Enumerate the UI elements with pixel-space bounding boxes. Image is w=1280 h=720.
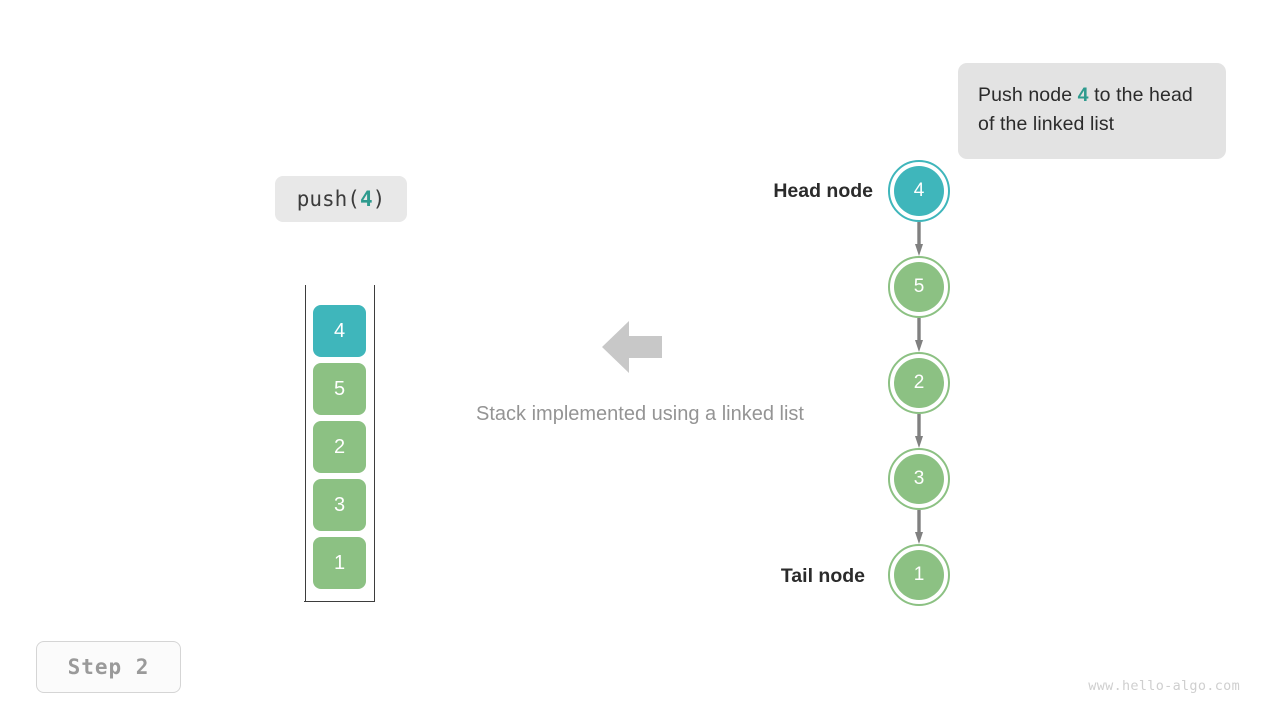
node-disc: 4 (894, 166, 944, 216)
linked-list-edge-icon (915, 318, 923, 352)
linked-list-edge-icon (915, 510, 923, 544)
node-value: 5 (913, 276, 925, 297)
stack-element-value: 5 (333, 377, 346, 400)
stack-wall-left (304, 285, 306, 602)
push-operation-chip: push(4) (275, 176, 407, 222)
node-value: 1 (913, 564, 925, 585)
linked-list-edge-icon (915, 222, 923, 256)
stack-element-value: 3 (333, 493, 346, 516)
push-annotation-callout: Push node 4 to the head of the linked li… (958, 63, 1226, 159)
push-chip-value: 4 (359, 187, 373, 211)
stack-wall-right (374, 285, 375, 602)
linked-list: 4 5 2 3 1 (888, 160, 952, 610)
node-disc: 1 (894, 550, 944, 600)
stack-floor (304, 601, 375, 602)
stack-element-value: 1 (333, 551, 346, 574)
stack-container: 4 5 2 3 1 (304, 285, 376, 602)
linked-list-node: 2 (888, 352, 950, 414)
stack-element: 1 (313, 537, 366, 589)
diagram-caption: Stack implemented using a linked list (476, 403, 804, 425)
push-chip-suffix: ) (372, 187, 386, 211)
linked-list-node-head: 4 (888, 160, 950, 222)
stack-element: 3 (313, 479, 366, 531)
tail-node-label: Tail node (780, 565, 865, 587)
node-value: 2 (913, 372, 925, 393)
linked-list-node: 5 (888, 256, 950, 318)
node-disc: 3 (894, 454, 944, 504)
callout-highlight-value: 4 (1077, 84, 1089, 106)
stack-element-value: 2 (333, 435, 346, 458)
watermark: www.hello-algo.com (1088, 678, 1240, 694)
stack-element: 2 (313, 421, 366, 473)
stack-elements: 4 5 2 3 1 (313, 305, 366, 589)
stack-element: 5 (313, 363, 366, 415)
head-node-label: Head node (773, 180, 873, 202)
callout-text-before: Push node (978, 84, 1078, 106)
linked-list-node: 3 (888, 448, 950, 510)
stack-element: 4 (313, 305, 366, 357)
linked-list-node-tail: 1 (888, 544, 950, 606)
linked-list-edge-icon (915, 414, 923, 448)
callout-text-after: to the head of the linked list (978, 84, 1193, 135)
node-disc: 2 (894, 358, 944, 408)
node-disc: 5 (894, 262, 944, 312)
node-value: 4 (913, 180, 925, 201)
stack-element-value: 4 (333, 319, 346, 342)
node-value: 3 (913, 468, 925, 489)
left-block-arrow-icon (602, 318, 662, 376)
push-chip-prefix: push( (296, 187, 360, 211)
step-badge: Step 2 (36, 641, 181, 693)
